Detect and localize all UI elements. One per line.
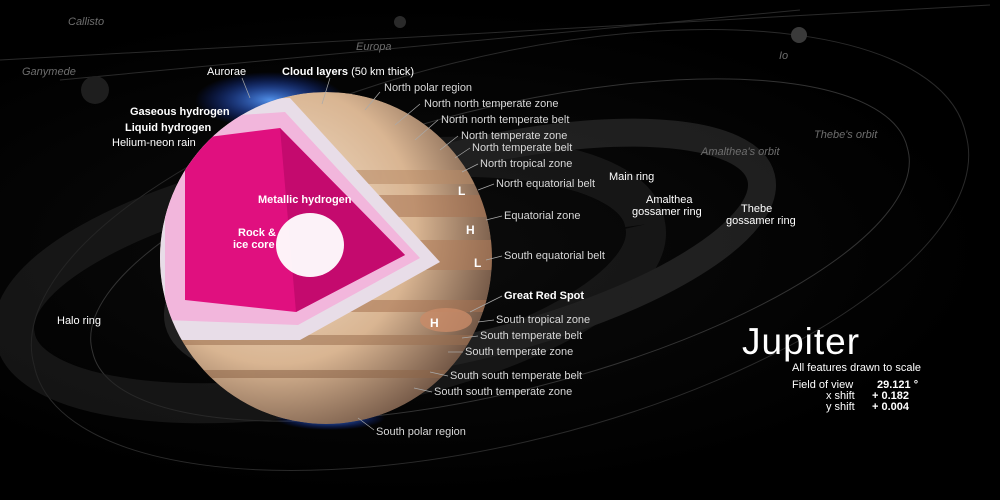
label-ganymede: Ganymede bbox=[22, 66, 76, 78]
label-thebe-ring-2: gossamer ring bbox=[726, 215, 796, 227]
label-io: Io bbox=[779, 50, 789, 62]
label-callisto: Callisto bbox=[68, 16, 105, 28]
fov-value: 29.121 ° bbox=[877, 379, 919, 391]
band-label: North temperate belt bbox=[472, 142, 573, 154]
band-label: South south temperate zone bbox=[434, 386, 573, 398]
yshift-value: + 0.004 bbox=[872, 401, 910, 413]
ganymede-moon bbox=[81, 76, 109, 104]
band-label: North north temperate belt bbox=[441, 114, 570, 126]
band-label: South temperate zone bbox=[465, 346, 574, 358]
great-red-spot bbox=[420, 308, 472, 332]
label-metallic-hydrogen: Metallic hydrogen bbox=[258, 194, 352, 206]
label-cloud-layers: Cloud layers (50 km thick) bbox=[282, 66, 414, 78]
low-pressure-marker: L bbox=[458, 184, 466, 198]
europa-moon bbox=[394, 16, 406, 28]
cloud-layers-name: Cloud layers bbox=[282, 66, 349, 78]
band-label: North tropical zone bbox=[480, 158, 573, 170]
label-liquid-hydrogen: Liquid hydrogen bbox=[125, 122, 212, 134]
band-label: North polar region bbox=[384, 82, 473, 94]
core bbox=[276, 213, 344, 277]
label-core-2: ice core bbox=[233, 239, 275, 251]
label-thebe-orbit: Thebe's orbit bbox=[814, 129, 878, 141]
band-label: South equatorial belt bbox=[504, 250, 605, 262]
cloud-layers-thickness: (50 km thick) bbox=[351, 66, 415, 78]
high-pressure-marker: H bbox=[466, 223, 475, 237]
band-label: North north temperate zone bbox=[424, 98, 559, 110]
label-helium-neon-rain: Helium-neon rain bbox=[112, 137, 196, 149]
band-label: South tropical zone bbox=[496, 314, 591, 326]
low-pressure-marker: L bbox=[474, 256, 482, 270]
label-amalthea-ring-2: gossamer ring bbox=[632, 206, 702, 218]
io-moon bbox=[791, 27, 807, 43]
label-gaseous-hydrogen: Gaseous hydrogen bbox=[130, 106, 230, 118]
band-label-great-red-spot: Great Red Spot bbox=[504, 290, 585, 302]
label-core-1: Rock & bbox=[238, 227, 276, 239]
band-label: Equatorial zone bbox=[504, 210, 581, 222]
band-label: South south temperate belt bbox=[450, 370, 583, 382]
label-aurorae: Aurorae bbox=[207, 66, 247, 78]
scale-note: All features drawn to scale bbox=[792, 362, 922, 374]
leader-lines bbox=[241, 77, 503, 431]
label-amalthea-ring-1: Amalthea bbox=[646, 194, 693, 206]
halo-ring bbox=[0, 136, 666, 424]
xshift-label: x shift bbox=[826, 390, 855, 402]
label-europa: Europa bbox=[356, 41, 392, 53]
yshift-label: y shift bbox=[826, 401, 855, 413]
planet bbox=[160, 92, 492, 424]
high-pressure-marker: H bbox=[430, 316, 439, 330]
band-label: North temperate zone bbox=[461, 130, 568, 142]
label-halo-ring: Halo ring bbox=[57, 315, 102, 327]
fov-label: Field of view bbox=[792, 379, 854, 391]
thebe-orbit bbox=[90, 78, 910, 422]
band-label: South polar region bbox=[376, 426, 466, 438]
label-thebe-ring-1: Thebe bbox=[741, 203, 773, 215]
band-label: North equatorial belt bbox=[496, 178, 596, 190]
label-main-ring: Main ring bbox=[609, 171, 655, 183]
diagram-title: Jupiter bbox=[742, 321, 861, 362]
label-amalthea-orbit: Amalthea's orbit bbox=[701, 146, 780, 158]
xshift-value: + 0.182 bbox=[872, 390, 910, 402]
band-label: South temperate belt bbox=[480, 330, 583, 342]
